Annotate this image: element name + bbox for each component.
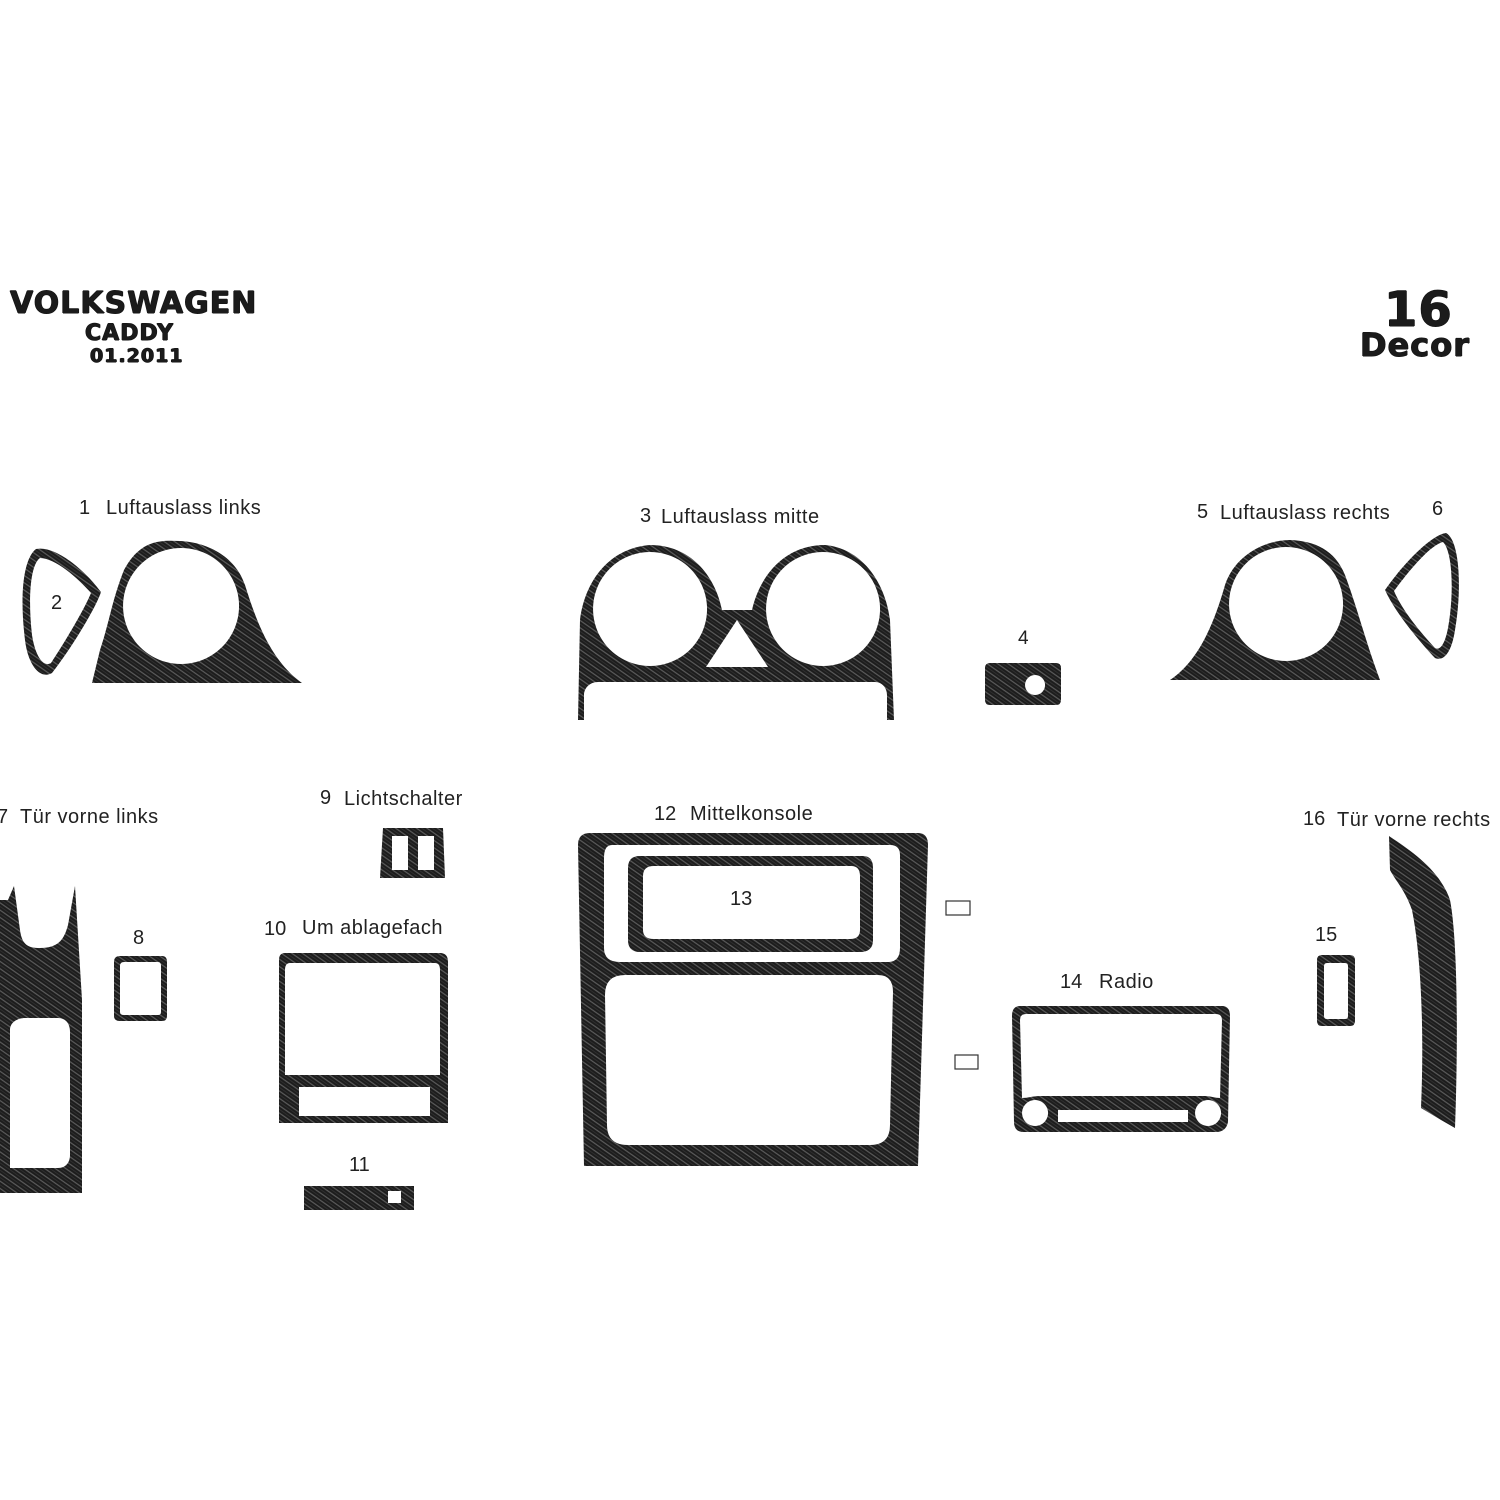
part-2-shape	[22, 548, 101, 675]
part-13-shape	[628, 856, 873, 952]
part-14-label: Radio	[1099, 971, 1154, 993]
outline-piece-lower	[954, 1054, 979, 1070]
part-12-number: 12	[654, 803, 677, 825]
part-10-number: 10	[264, 918, 287, 940]
part-3-shape	[578, 545, 894, 720]
part-7-number: 7	[0, 806, 9, 828]
part-12-shape	[578, 833, 928, 1166]
model-title: CADDY	[85, 321, 175, 346]
decor-count-label: Decor	[1360, 326, 1470, 364]
decor-count: 16	[1384, 282, 1453, 338]
part-10-label: Um ablagefach	[302, 917, 444, 939]
part-9-label: Lichtschalter	[344, 788, 463, 810]
part-13-number: 13	[730, 888, 753, 910]
part-11-number: 11	[349, 1154, 370, 1176]
part-1-number: 1	[79, 497, 91, 519]
part-16-label: Tür vorne rechts	[1337, 809, 1491, 831]
outline-piece-upper	[945, 900, 971, 916]
part-12-label: Mittelkonsole	[690, 803, 814, 825]
part-15-number: 15	[1315, 924, 1338, 946]
part-14-number: 14	[1060, 971, 1083, 993]
part-15-shape	[1317, 955, 1355, 1026]
brand-title: VOLKSWAGEN	[10, 286, 258, 321]
part-6-number: 6	[1432, 498, 1444, 520]
part-7-shape	[0, 886, 82, 1193]
part-6-shape	[1385, 533, 1459, 659]
part-3-label: Luftauslass mitte	[661, 506, 820, 528]
part-5-number: 5	[1197, 501, 1209, 523]
part-16-shape	[1389, 836, 1457, 1128]
part-9-number: 9	[320, 787, 332, 809]
part-1-label: Luftauslass links	[106, 497, 262, 519]
part-14-shape	[1012, 1006, 1230, 1132]
model-date: 01.2011	[90, 345, 184, 367]
part-8-shape	[114, 956, 167, 1021]
part-4-shape	[985, 663, 1061, 705]
part-4-number: 4	[1018, 628, 1029, 649]
part-11-shape	[304, 1186, 414, 1210]
part-1-shape	[92, 540, 302, 683]
part-2-number: 2	[51, 592, 63, 614]
part-5-shape	[1170, 540, 1380, 680]
part-7-label: Tür vorne links	[20, 806, 159, 828]
part-16-number: 16	[1303, 808, 1326, 830]
part-8-number: 8	[133, 927, 145, 949]
part-10-shape	[279, 953, 448, 1123]
part-5-label: Luftauslass rechts	[1220, 502, 1391, 524]
part-9-shape	[380, 828, 445, 878]
part-3-number: 3	[640, 505, 652, 527]
